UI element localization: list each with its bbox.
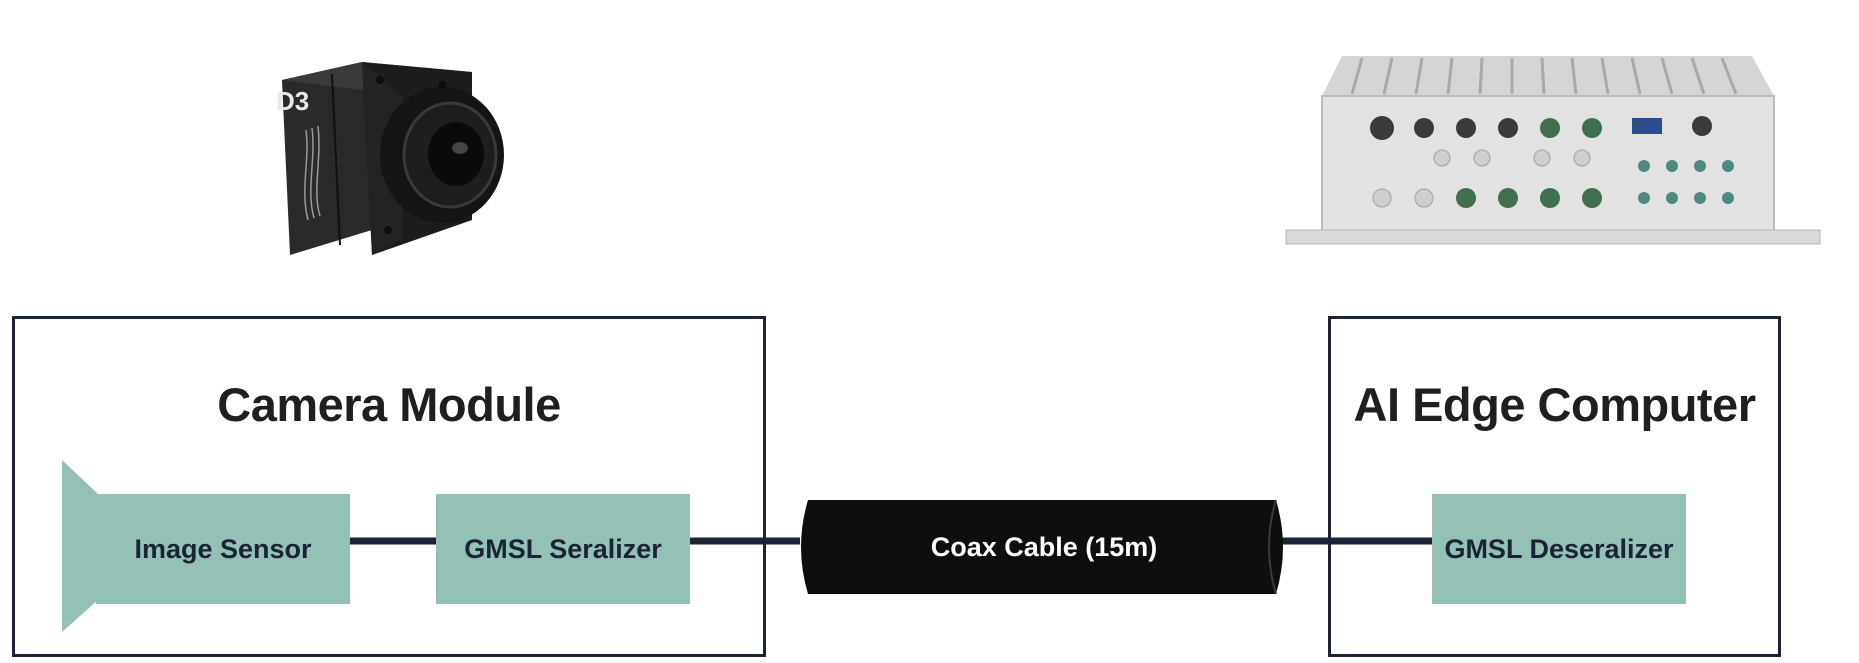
gmsl-deserializer-label: GMSL Deseralizer [1444, 533, 1674, 564]
gmsl-deserializer-block: GMSL Deseralizer [1432, 494, 1686, 604]
camera-module-title: Camera Module [217, 378, 561, 431]
ai-edge-computer-box: AI Edge Computer [1328, 316, 1781, 657]
coax-cable [801, 500, 1283, 594]
image-sensor-lens-shape [62, 460, 98, 632]
camera-module-box: Camera Module [12, 316, 766, 657]
edge-computer-photo [1285, 56, 1821, 245]
gmsl-serializer-block: GMSL Seralizer [436, 494, 690, 604]
camera-logo-text: D3 [276, 86, 309, 116]
coax-cable-label-wrap: Coax Cable (15m) [794, 500, 1294, 594]
image-sensor-block: Image Sensor [96, 494, 350, 604]
coax-cable-label: Coax Cable (15m) [930, 531, 1158, 562]
gmsl-serializer-label: GMSL Seralizer [464, 533, 662, 564]
ai-edge-computer-title: AI Edge Computer [1353, 378, 1756, 431]
camera-photo: D3 [276, 62, 504, 255]
image-sensor-label: Image Sensor [134, 533, 312, 564]
